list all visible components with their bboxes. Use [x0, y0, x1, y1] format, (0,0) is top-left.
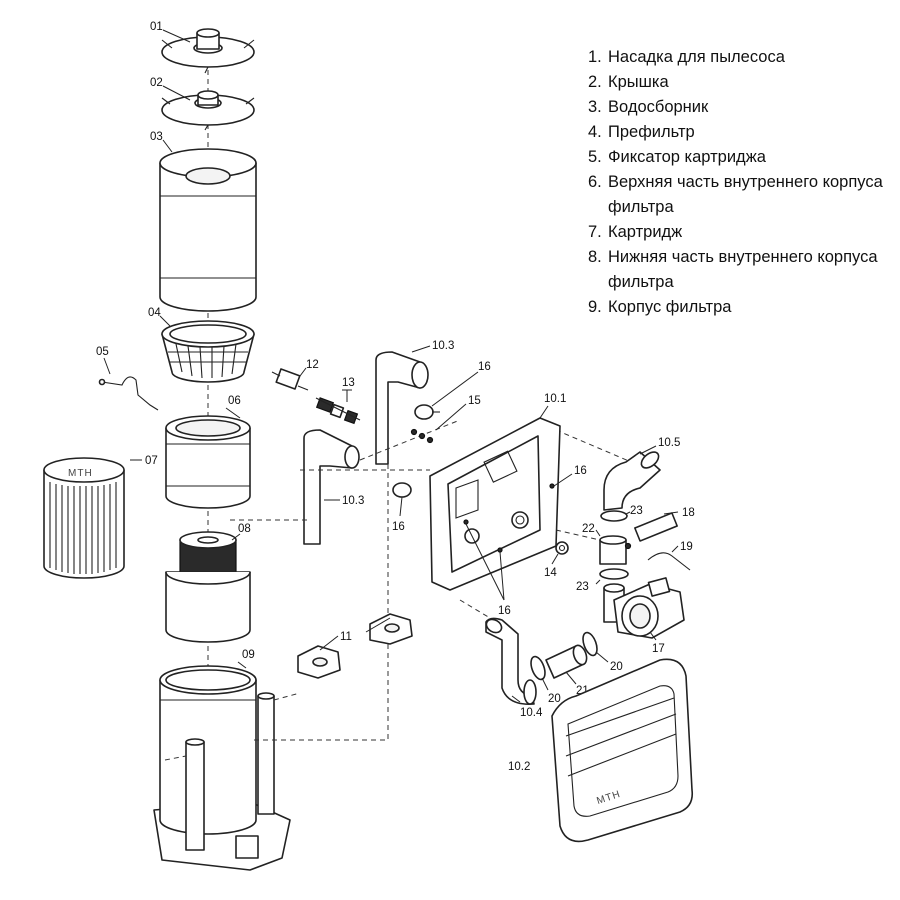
legend-item-number: 9. — [588, 298, 602, 316]
legend-item-text: Нижняя часть внутреннего корпуса фильтра — [608, 248, 878, 291]
legend-item-text: Крышка — [608, 73, 669, 91]
filter-body-part — [153, 665, 301, 871]
callout-10-5: 10.5 — [658, 437, 680, 449]
callout-11: 11 — [340, 631, 352, 643]
callout-09: 09 — [242, 649, 255, 661]
callout-07: 07 — [145, 455, 158, 467]
pipe-10-3-upper-part — [375, 351, 429, 465]
heater-18-part — [624, 512, 678, 550]
callout-10-3-upper: 10.3 — [432, 340, 454, 352]
legend-item: 4. Префильтр — [588, 120, 888, 145]
legend-item-text: Верхняя часть внутреннего корпуса фильтр… — [608, 173, 883, 216]
callout-12: 12 — [306, 359, 319, 371]
front-cover-10-2-part: MTH — [551, 658, 694, 843]
callout-10-1: 10.1 — [544, 393, 566, 405]
legend-item: 1. Насадка для пылесоса — [588, 45, 888, 70]
pump-17-part — [603, 577, 685, 639]
lower-inner-housing-part — [165, 531, 251, 643]
callout-04: 04 — [148, 307, 161, 319]
assembly-guides — [230, 419, 651, 741]
legend-item: 9. Корпус фильтра — [588, 295, 888, 320]
callout-10-3-lower: 10.3 — [342, 495, 364, 507]
callout-13: 13 — [342, 377, 355, 389]
callout-08: 08 — [238, 523, 251, 535]
coupling-22-part — [599, 535, 627, 565]
elbow-10-5-part — [603, 451, 661, 511]
legend-item: 6. Верхняя часть внутреннего корпуса филь… — [588, 170, 888, 220]
callout-03: 03 — [150, 131, 163, 143]
legend-item-number: 8. — [588, 248, 602, 266]
legend-item-text: Корпус фильтра — [608, 298, 732, 316]
callout-15: 15 — [468, 395, 481, 407]
prefilter-part — [161, 320, 255, 383]
callout-05: 05 — [96, 346, 109, 358]
legend-item-text: Водосборник — [608, 98, 709, 116]
callout-10-4: 10.4 — [520, 707, 543, 719]
legend-item-number: 1. — [588, 48, 602, 66]
callout-22: 22 — [582, 523, 595, 535]
bracket-11-part — [297, 613, 413, 679]
callout-20-right: 20 — [610, 661, 623, 673]
legend-item: 2. Крышка — [588, 70, 888, 95]
callout-23-lower: 23 — [576, 581, 589, 593]
fitting-12-part — [271, 368, 309, 391]
connector-13-part — [315, 397, 361, 425]
hose-21-part — [545, 644, 588, 679]
cartridge-retainer-part — [98, 376, 159, 411]
callout-23-upper: 23 — [630, 505, 643, 517]
callout-06: 06 — [228, 395, 241, 407]
callout-14: 14 — [544, 567, 557, 579]
legend-item-text: Префильтр — [608, 123, 695, 141]
callout-16-right: 16 — [574, 465, 587, 477]
callout-17: 17 — [652, 643, 665, 655]
callout-16-bottom: 16 — [498, 605, 511, 617]
callout-19: 19 — [680, 541, 693, 553]
callout-16-top: 16 — [478, 361, 491, 373]
suction-cup-16-upper-part — [414, 404, 440, 420]
legend-item-number: 3. — [588, 98, 602, 116]
legend-item-number: 4. — [588, 123, 602, 141]
callout-01: 01 — [150, 21, 163, 33]
upper-inner-housing-part — [165, 415, 251, 509]
water-collector-part — [159, 148, 257, 312]
clamp-23-upper-part — [600, 510, 628, 522]
clamp-23-lower-part — [599, 568, 629, 580]
nut-14-part — [555, 541, 569, 555]
elbow-10-4-part — [485, 617, 537, 705]
callout-10-2: 10.2 — [508, 761, 530, 773]
legend-item-number: 6. — [588, 173, 602, 191]
legend-item-number: 2. — [588, 73, 602, 91]
legend-item: 5. Фиксатор картриджа — [588, 145, 888, 170]
clamp-20-left-part — [530, 655, 546, 681]
parts-legend: 1. Насадка для пылесоса 2. Крышка 3. Водосбор… — [588, 45, 888, 320]
callout-18: 18 — [682, 507, 695, 519]
legend-item-number: 7. — [588, 223, 602, 241]
vacuum-nozzle-part — [161, 28, 255, 74]
lid-part — [161, 90, 255, 131]
legend-item-text: Фиксатор картриджа — [608, 148, 766, 166]
cartridge-part: MTH — [43, 457, 125, 579]
screws-15-part — [410, 428, 434, 444]
legend-item: 3. Водосборник — [588, 95, 888, 120]
pipe-10-3-lower-part — [303, 429, 360, 545]
legend-item-text: Картридж — [608, 223, 683, 241]
callout-02: 02 — [150, 77, 163, 89]
cable-19-part — [647, 552, 691, 571]
legend-item: 7. Картридж — [588, 220, 888, 245]
legend-item-text: Насадка для пылесоса — [608, 48, 785, 66]
callout-16-left: 16 — [392, 521, 405, 533]
callout-20-left: 20 — [548, 693, 561, 705]
back-plate-10-1-part — [429, 417, 561, 591]
cartridge-brand-stamp: MTH — [68, 468, 93, 479]
clamp-20-right-part — [582, 631, 598, 657]
suction-cup-16-lower-part — [392, 482, 412, 498]
legend-item-number: 5. — [588, 148, 602, 166]
legend-item: 8. Нижняя часть внутреннего корпуса фильт… — [588, 245, 888, 295]
